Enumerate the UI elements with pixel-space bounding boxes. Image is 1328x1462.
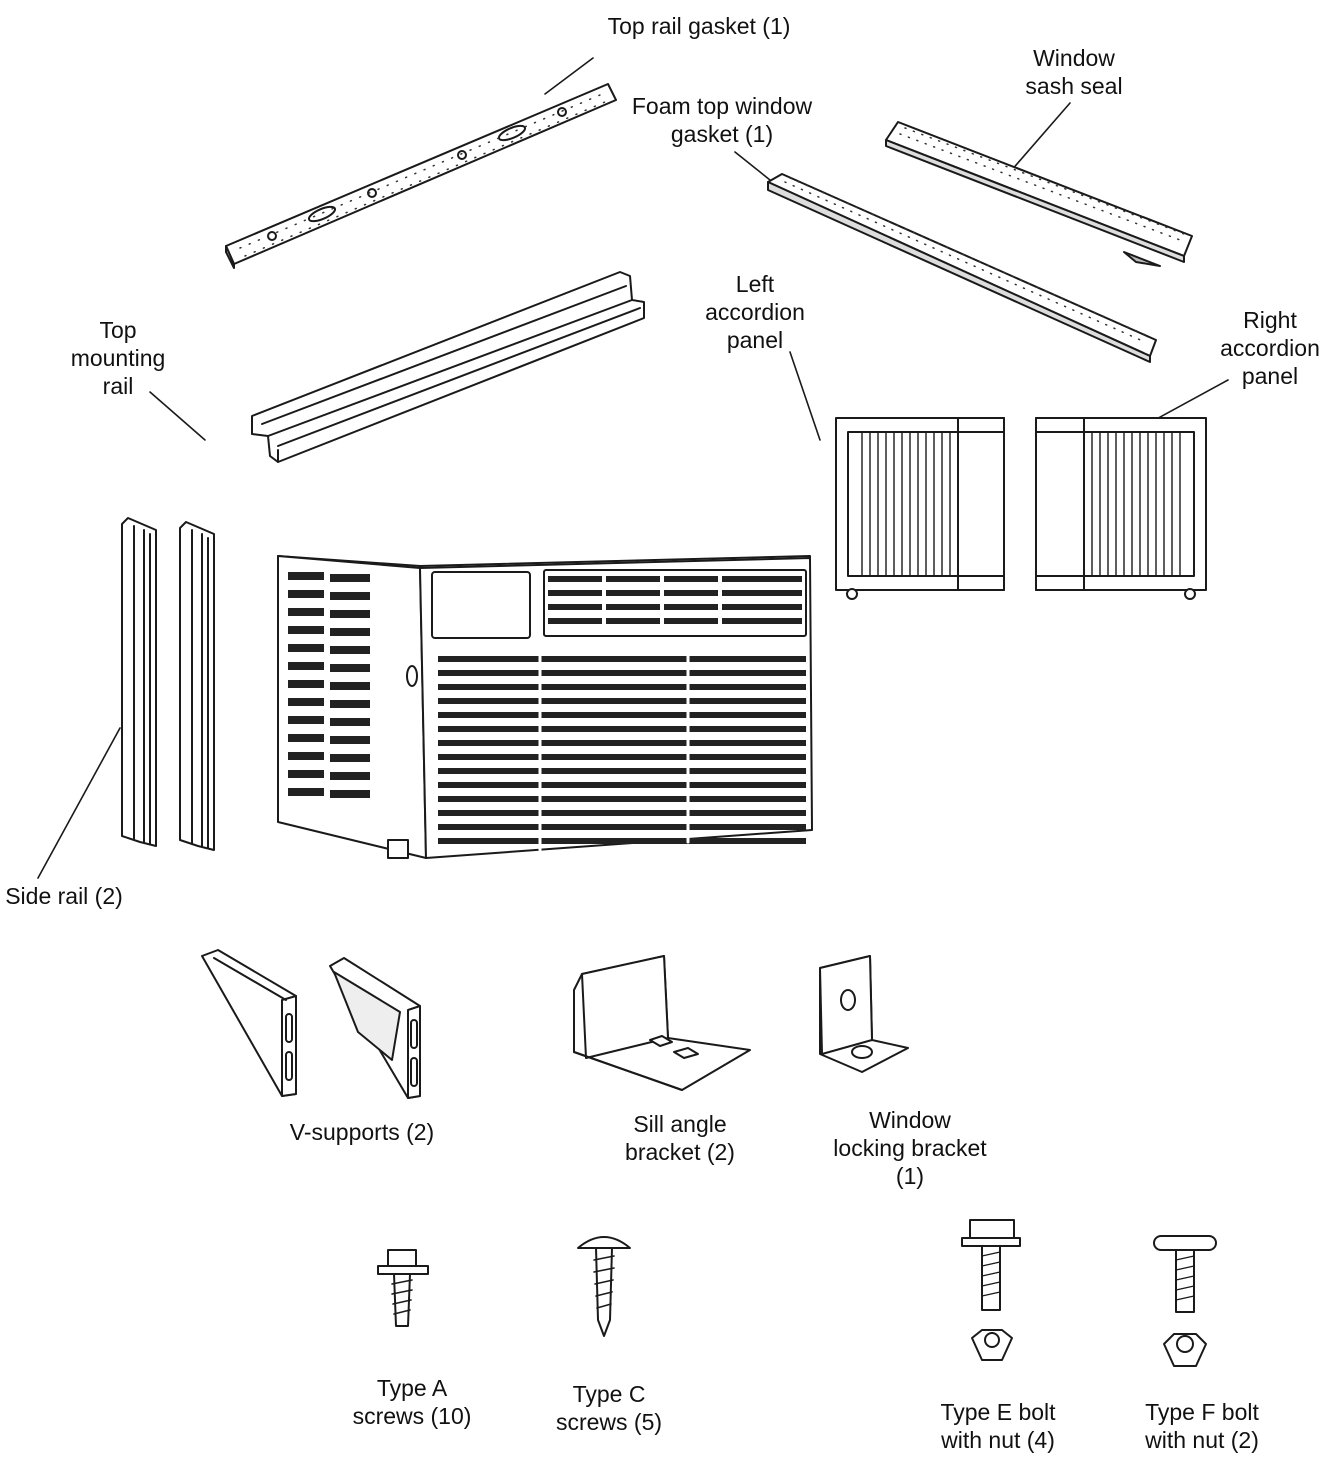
label-v-supports: V-supports (2): [290, 1118, 434, 1146]
top-mounting-rail-part: [252, 272, 644, 462]
label-top-mounting-rail: Top mounting rail: [71, 316, 166, 400]
label-foam-top-window-gasket: Foam top window gasket (1): [632, 92, 812, 148]
label-type-e-bolt: Type E bolt with nut (4): [940, 1398, 1055, 1454]
right-accordion-panel-part: [1036, 418, 1206, 599]
label-side-rail: Side rail (2): [5, 882, 123, 910]
type-a-screw-part: [378, 1250, 428, 1326]
label-window-locking-bracket: Window locking bracket (1): [833, 1106, 986, 1190]
v-supports-part: [202, 950, 420, 1098]
type-c-screw-part: [578, 1237, 630, 1336]
label-top-rail-gasket: Top rail gasket (1): [608, 12, 791, 40]
type-e-bolt-part: [962, 1220, 1020, 1360]
left-accordion-panel-part: [836, 418, 1004, 599]
label-window-sash-seal: Window sash seal: [1025, 44, 1122, 100]
sill-angle-bracket-part: [574, 956, 750, 1090]
label-type-f-bolt: Type F bolt with nut (2): [1145, 1398, 1259, 1454]
label-left-accordion-panel: Left accordion panel: [705, 270, 805, 354]
side-rails-part: [122, 518, 214, 850]
label-type-c-screws: Type C screws (5): [556, 1380, 662, 1436]
window-locking-bracket-part: [820, 956, 908, 1072]
top-rail-gasket-part: [226, 84, 616, 268]
label-right-accordion-panel: Right accordion panel: [1220, 306, 1320, 390]
label-sill-angle-bracket: Sill angle bracket (2): [625, 1110, 735, 1166]
label-type-a-screws: Type A screws (10): [353, 1374, 472, 1430]
type-f-bolt-part: [1154, 1236, 1216, 1366]
air-conditioner-unit: [278, 556, 812, 858]
